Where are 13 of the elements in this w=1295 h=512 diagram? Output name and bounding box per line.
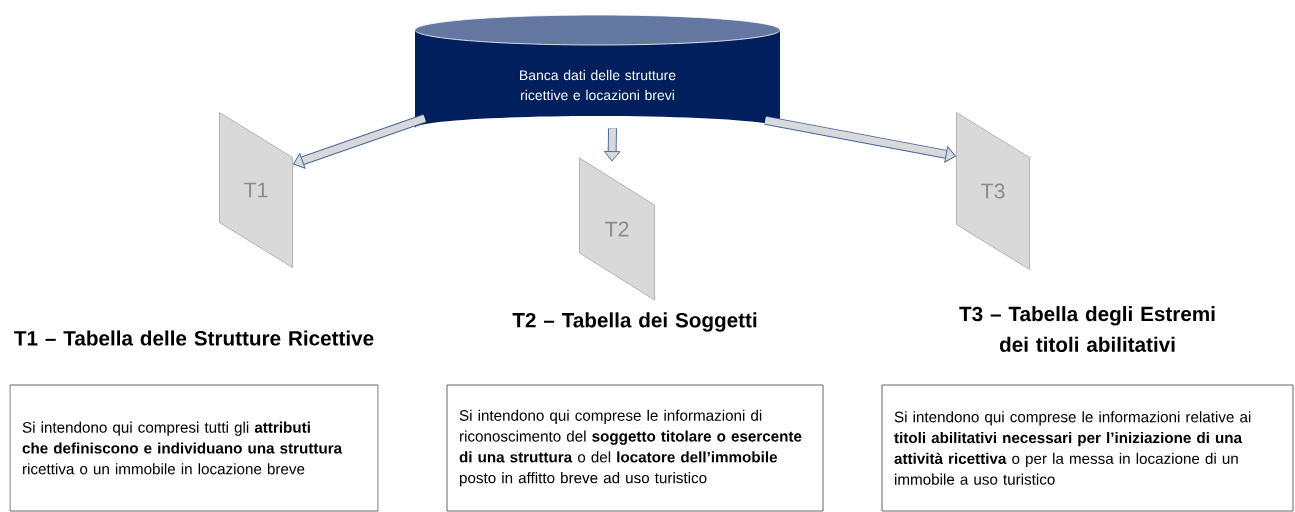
database-cylinder: Banca dati delle strutture ricettive e locazioni brevi [414,14,781,128]
table-panel: T2 [579,157,655,301]
table-panel: T1 [219,112,293,268]
table-heading: T2 – Tabella dei Soggetti [512,312,757,332]
description-box: Si intendono qui comprese le informazioni di riconoscimento del soggetto titolare o esercente di una struttura o del locatore dell’immobile posto in affitto breve ad uso turistico [446,384,824,512]
table-heading: T3 – Tabella degli Estremi dei titoli abilitativi [959,306,1215,352]
table-heading: T1 – Tabella delle Strutture Ricettive [14,330,374,346]
block-arrow [603,128,621,162]
block-arrow [764,115,956,163]
description-box: Si intendono qui compresi tutti gli attributi che definiscono e individuano una struttura ricettiva o un immobile in locazione breve [9,384,379,512]
table-panel: T3 [956,112,1030,270]
description-box: Si intendono qui comprese le informazioni relative ai titoli abilitativi necessari per l’iniziazione di una attività ricettiva o per la messa in locazione di un immobile a uso turistico [881,384,1294,512]
block-arrow [293,114,427,169]
